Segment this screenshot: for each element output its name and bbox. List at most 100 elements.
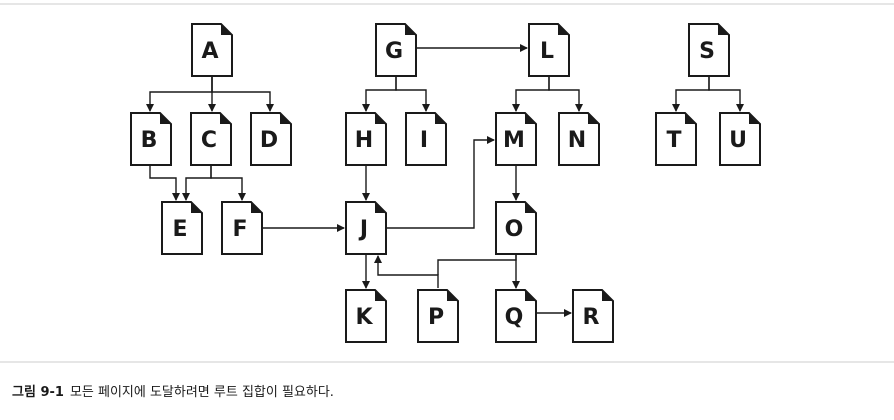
page-outline [417,289,459,343]
page-fold [375,290,386,301]
edge-p-to-j [374,255,439,288]
page-fold [405,24,416,35]
page-outline [495,112,537,166]
page-node-a: A [191,23,233,77]
page-fold [718,24,729,35]
page-fold [525,202,536,213]
page-label: Q [505,305,524,330]
page-outline [221,201,263,255]
page-label: R [583,305,600,330]
page-fold [558,24,569,35]
edge-c-to-f [210,165,246,201]
page-outline [528,23,570,77]
page-node-g: G [375,23,417,77]
edge-g-to-i [395,76,430,112]
page-node-o: O [495,201,537,255]
page-fold [221,24,232,35]
page-fold [375,113,386,124]
page-outline [190,112,232,166]
edge-c-to-e [182,165,212,201]
page-outline [558,112,600,166]
page-label: C [201,128,217,153]
edge-l-to-n [548,76,583,112]
page-outline [688,23,730,77]
page-label: P [428,305,444,330]
edge-o-to-j [437,254,517,275]
page-fold [251,202,262,213]
page-fold [525,290,536,301]
edge-a-to-b [146,76,213,112]
caption-number: 그림 9-1 [12,385,64,400]
page-fold [435,113,446,124]
page-node-u: U [719,112,761,166]
page-outline [345,201,387,255]
page-label: J [358,217,368,242]
page-node-e: E [161,201,203,255]
page-node-d: D [250,112,292,166]
page-node-n: N [558,112,600,166]
page-label: D [260,128,278,153]
page-label: S [699,39,715,64]
page-node-c: C [190,112,232,166]
page-node-p: P [417,289,459,343]
page-fold [749,113,760,124]
page-fold [375,202,386,213]
page-node-b: B [130,112,172,166]
page-outline [345,112,387,166]
page-outline [250,112,292,166]
page-label: H [355,128,373,153]
page-label: O [505,217,524,242]
page-outline [161,201,203,255]
page-node-r: R [572,289,614,343]
edge-j-to-m [386,136,495,229]
caption-text: 모든 페이지에 도달하려면 루트 집합이 필요하다. [69,385,334,400]
edge-g-to-h [362,76,397,112]
page-fold [160,113,171,124]
page-node-k: K [345,289,387,343]
edge-b-to-e [149,165,180,201]
page-outline [191,23,233,77]
page-fold [602,290,613,301]
edge-a-to-d [211,76,274,112]
page-fold [525,113,536,124]
page-fold [588,113,599,124]
page-fold [220,113,231,124]
page-label: B [141,128,158,153]
page-node-j: J [345,201,387,255]
page-fold [447,290,458,301]
page-node-l: L [528,23,570,77]
page-node-q: Q [495,289,537,343]
page-label: A [201,39,218,64]
page-fold [191,202,202,213]
edge-layer [146,44,744,317]
page-label: G [385,39,403,64]
page-label: E [172,217,187,242]
page-outline [495,289,537,343]
edge-l-to-m [512,76,550,112]
page-node-f: F [221,201,263,255]
page-outline [655,112,697,166]
page-label: F [232,217,247,242]
page-outline [375,23,417,77]
edge-s-to-u [708,76,744,112]
page-node-h: H [345,112,387,166]
page-label: N [568,128,586,153]
page-node-s: S [688,23,730,77]
page-label: M [503,128,525,153]
page-outline [719,112,761,166]
page-fold [280,113,291,124]
figure-caption: 그림 9-1 모든 페이지에 도달하려면 루트 집합이 필요하다. [12,381,334,400]
page-label: I [420,128,428,153]
page-label: L [540,39,554,64]
edge-s-to-t [672,76,710,112]
page-outline [405,112,447,166]
page-node-i: I [405,112,447,166]
page-node-t: T [655,112,697,166]
page-outline [345,289,387,343]
page-fold [685,113,696,124]
page-outline [572,289,614,343]
page-node-m: M [495,112,537,166]
page-outline [495,201,537,255]
